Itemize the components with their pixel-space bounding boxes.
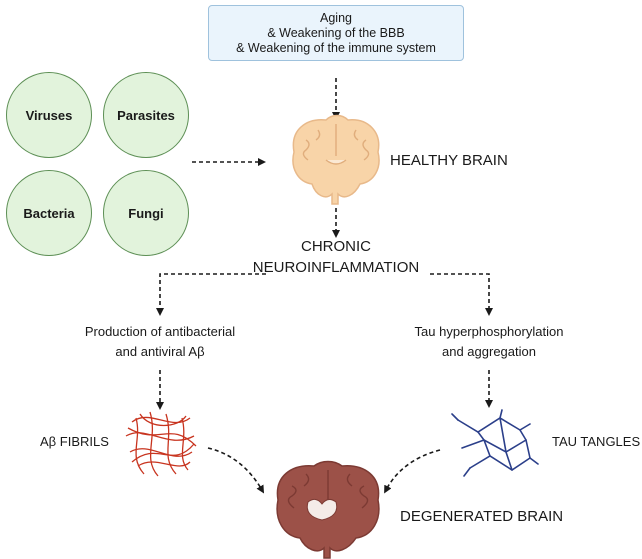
degenerated-brain-icon: [276, 460, 380, 559]
neuroinflammation-label: CHRONIC NEUROINFLAMMATION: [236, 236, 436, 278]
abeta-production-text: Production of antibacterial and antivira…: [60, 322, 260, 362]
risk-factor-bbb: & Weakening of the BBB: [267, 25, 405, 40]
abeta-fibrils-icon: [125, 411, 197, 477]
pathogen-label: Fungi: [128, 205, 164, 221]
tau-process-line2: and aggregation: [442, 344, 536, 359]
tau-tangles-icon: [451, 409, 539, 477]
pathogen-viruses: Viruses: [6, 72, 92, 158]
pathogen-label: Parasites: [117, 107, 175, 123]
degenerated-brain-label: DEGENERATED BRAIN: [400, 508, 564, 525]
arrow-to-right-branch: [430, 273, 493, 316]
healthy-brain-label: HEALTHY BRAIN: [390, 152, 508, 169]
pathogen-label: Viruses: [25, 107, 73, 123]
pathogen-bacteria: Bacteria: [6, 170, 92, 256]
pathogen-label: Bacteria: [23, 205, 75, 221]
tau-process-line1: Tau hyperphosphorylation: [414, 324, 564, 339]
abeta-production-line1: Production of antibacterial: [84, 324, 236, 339]
neuroinflammation-line2: NEUROINFLAMMATION: [252, 259, 420, 276]
risk-factor-immune: & Weakening of the immune system: [236, 40, 436, 55]
tau-process-text: Tau hyperphosphorylation and aggregation: [392, 322, 586, 362]
abeta-fibrils-label: Aβ FIBRILS: [40, 434, 109, 449]
risk-factor-aging: Aging: [320, 10, 352, 25]
risk-factors-box: Aging & Weakening of the BBB & Weakening…: [208, 5, 464, 61]
pathogen-parasites: Parasites: [103, 72, 189, 158]
tau-tangles-label: TAU TANGLES: [552, 434, 641, 449]
abeta-production-line2: and antiviral Aβ: [115, 344, 205, 359]
healthy-brain-icon: [292, 114, 380, 205]
arrow-tangles-to-degenerated: [384, 449, 441, 494]
arrow-to-left-branch: [156, 273, 266, 316]
pathogen-fungi: Fungi: [103, 170, 189, 256]
arrow-fibrils-to-degenerated: [207, 447, 265, 494]
neuroinflammation-line1: CHRONIC: [301, 238, 371, 255]
